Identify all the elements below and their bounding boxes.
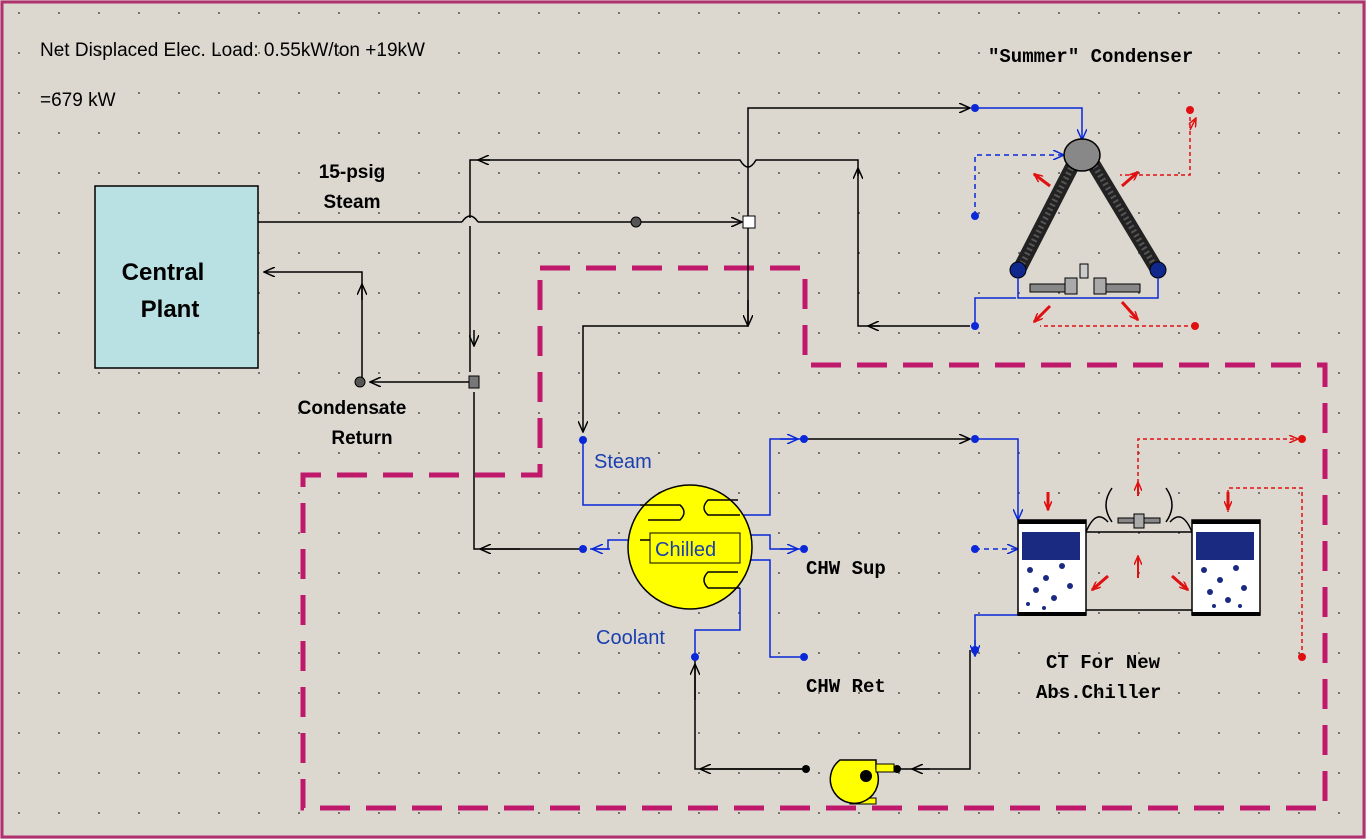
tower-air-nodes xyxy=(1298,435,1306,661)
absorption-chiller[interactable] xyxy=(627,484,753,610)
steam-label-2: Steam xyxy=(323,192,380,213)
chw-sup-label: CHW Sup xyxy=(806,558,886,580)
system-boundary xyxy=(300,265,1328,811)
condensate-label-1: Condensate xyxy=(298,398,407,419)
condenser-air-nodes xyxy=(1186,106,1199,330)
steam-piping xyxy=(258,108,970,769)
central-plant-label-2: Plant xyxy=(141,296,200,323)
net-load-line2: =679 kW xyxy=(40,90,116,111)
summer-condenser-label: "Summer" Condenser xyxy=(988,46,1193,68)
cooling-tower[interactable] xyxy=(1017,487,1261,616)
chiller-steam-label: Steam xyxy=(594,451,652,473)
central-plant[interactable]: Central Plant xyxy=(94,185,259,369)
water-nodes xyxy=(579,104,979,661)
pipe-nodes xyxy=(354,215,901,773)
net-load-line1: Net Displaced Elec. Load: 0.55kW/ton +19… xyxy=(40,40,425,61)
ct-label-1: CT For New xyxy=(1046,652,1161,674)
condenser-airflow xyxy=(1034,110,1196,327)
water-piping-dashed xyxy=(974,155,1064,549)
summer-condenser[interactable] xyxy=(1009,138,1167,299)
tower-airflow xyxy=(1048,439,1303,657)
chw-ret-label: CHW Ret xyxy=(806,676,886,698)
central-plant-label-1: Central xyxy=(122,259,205,286)
chiller-name: Chilled xyxy=(655,539,716,561)
condensate-label-2: Return xyxy=(331,428,392,449)
coolant-pump[interactable] xyxy=(829,759,895,805)
chiller-coolant-label: Coolant xyxy=(596,627,665,649)
steam-label-1: 15-psig xyxy=(319,162,386,183)
ct-label-2: Abs.Chiller xyxy=(1036,682,1161,704)
water-piping xyxy=(582,107,1082,658)
